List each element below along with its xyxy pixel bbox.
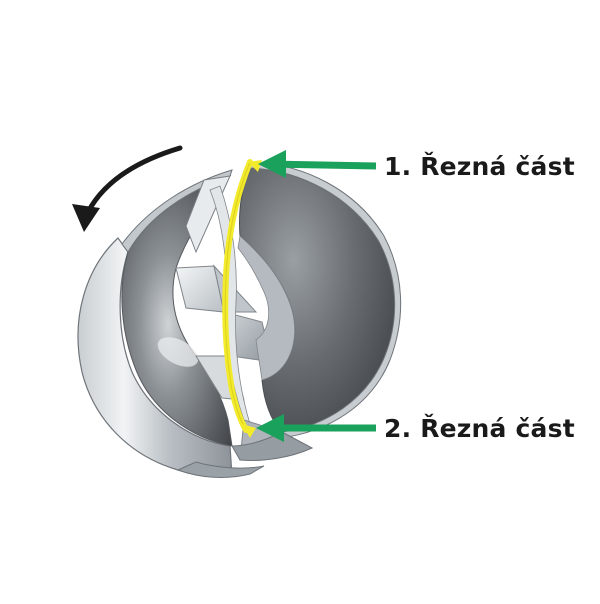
- cutting-edge-highlight: [222, 159, 262, 438]
- rotation-arrow: [72, 145, 183, 232]
- callout-label-1: 1. Řezná část: [384, 152, 575, 181]
- callout-arrow-2: [256, 414, 376, 442]
- cutter-body: [77, 161, 402, 478]
- callout-label-2: 2. Řezná část: [384, 414, 575, 443]
- callout-arrow-1: [258, 150, 377, 178]
